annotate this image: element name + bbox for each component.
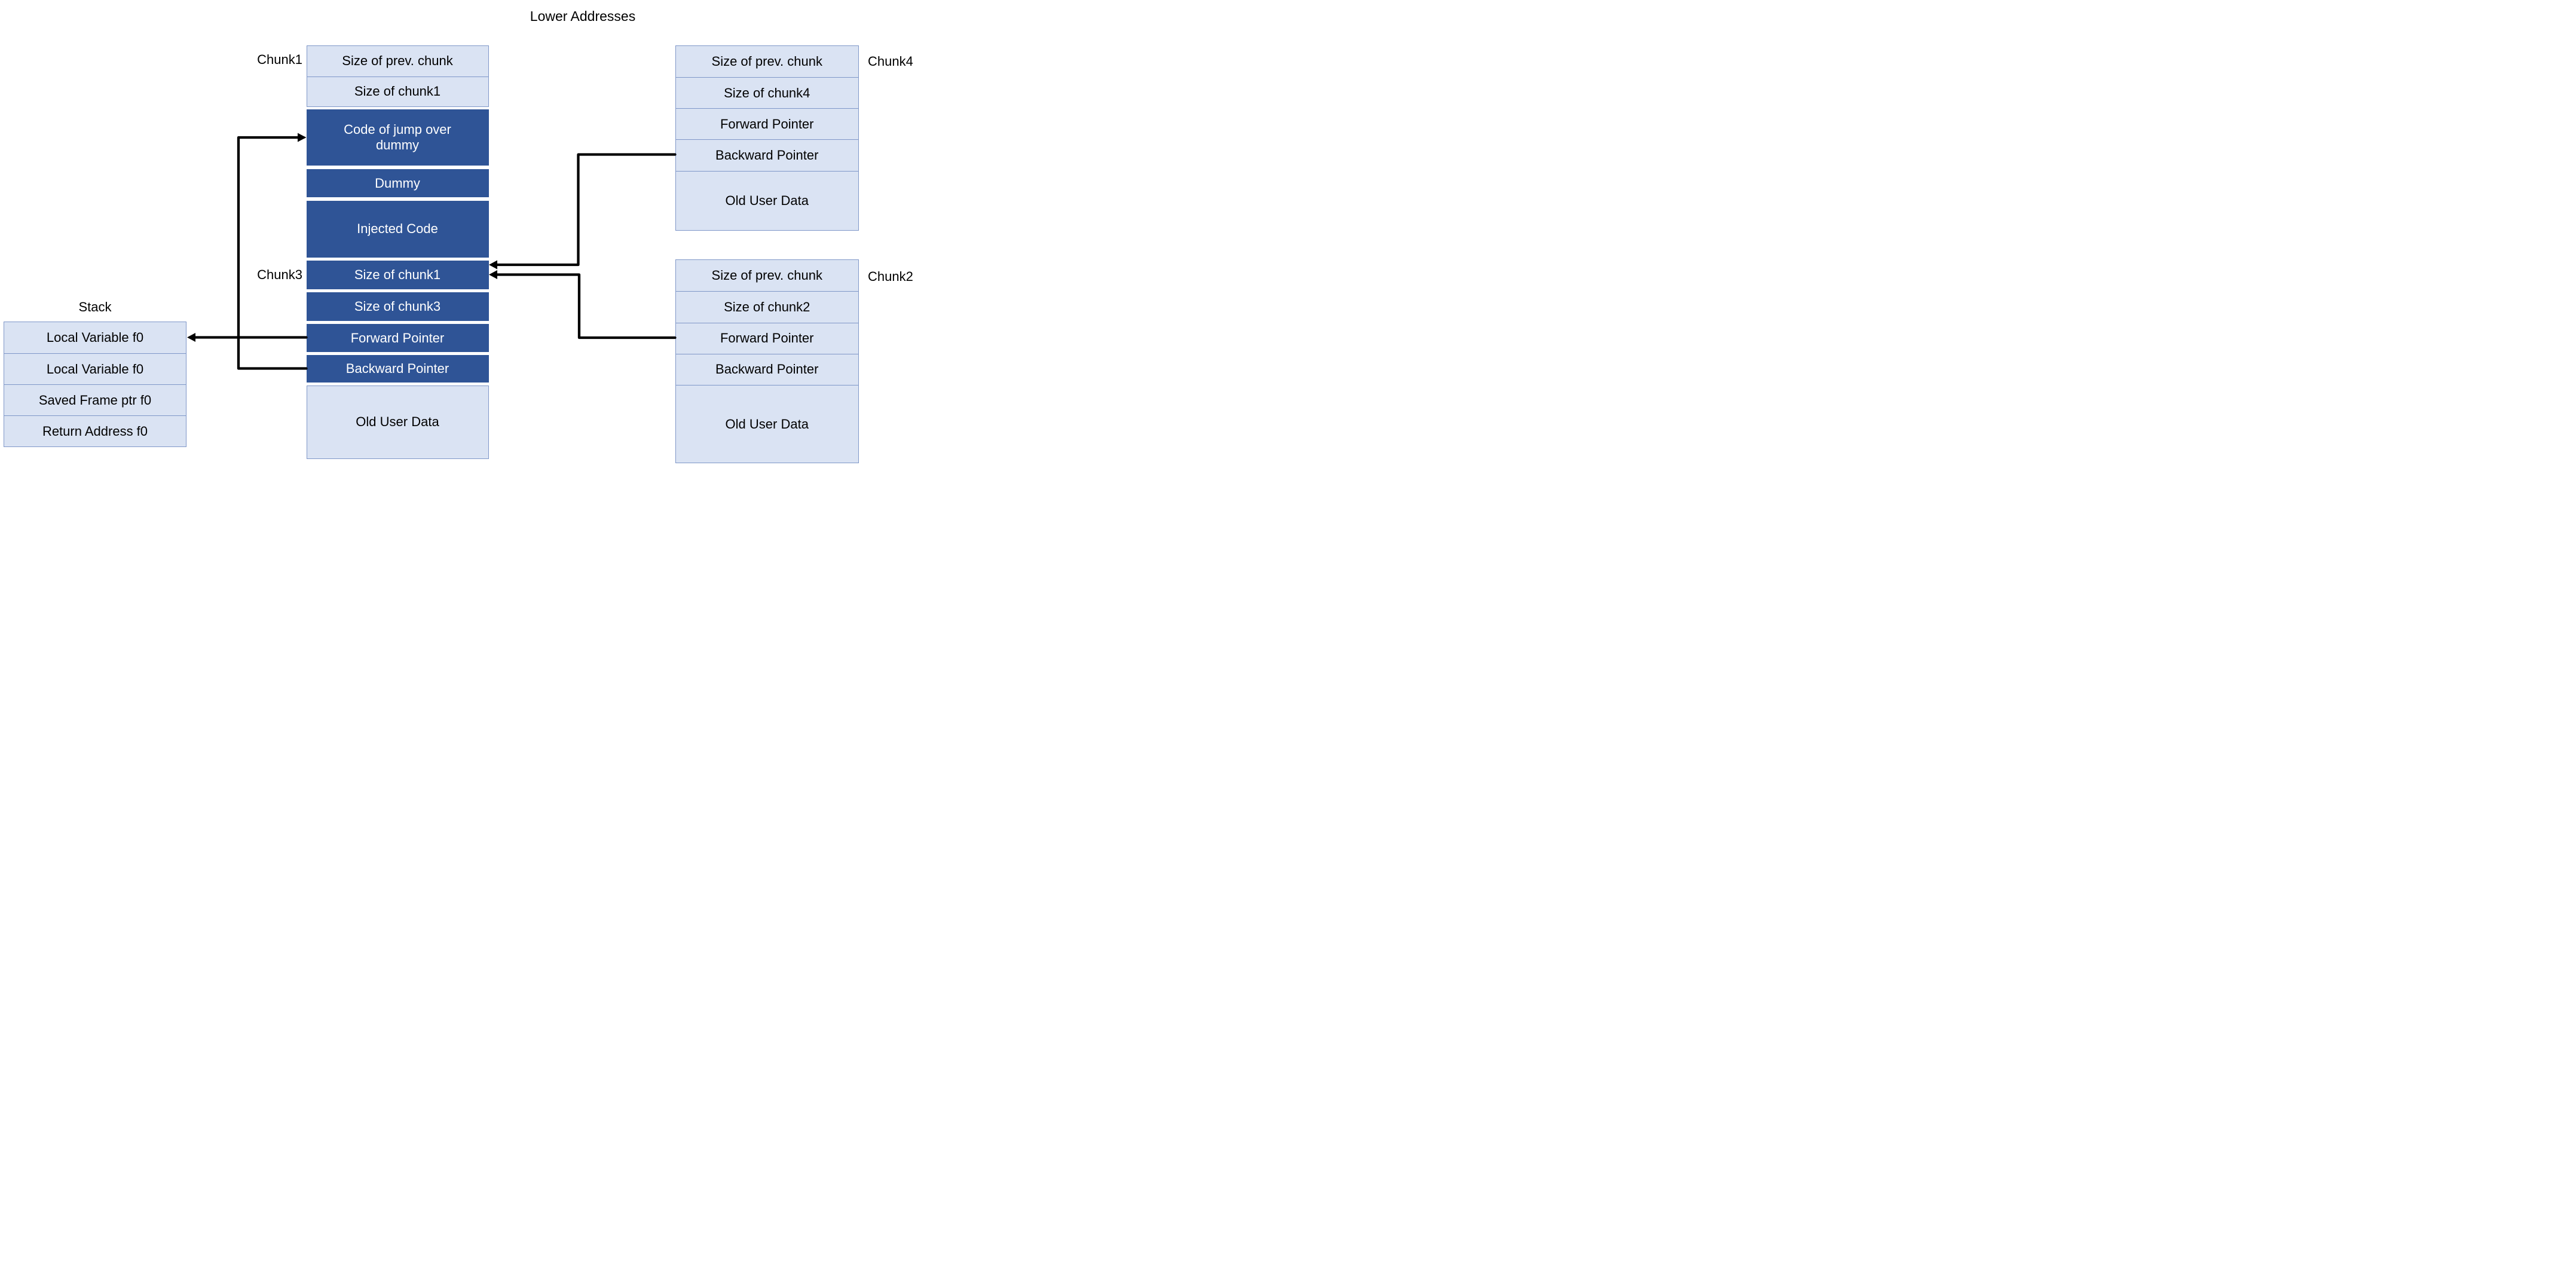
stack-cell-local-variable-f0-1: Local Variable f0 — [46, 330, 144, 345]
stack-box: Local Variable f0 Local Variable f0 Save… — [4, 322, 186, 447]
chunk2-box: Size of prev. chunk Size of chunk2 Forwa… — [675, 259, 859, 463]
chunk1-label: Chunk1 — [257, 52, 302, 67]
arrow-chunk4-backward-pointer-to-size-of-chunk1 — [489, 153, 677, 270]
chunk2-cell-old-user-data: Old User Data — [675, 385, 858, 463]
chunk3-label: Chunk3 — [257, 267, 302, 282]
stack-title: Stack — [78, 299, 112, 314]
chunk4-cell-old-user-data: Old User Data — [675, 171, 858, 230]
chunk4-cell-backward-pointer: Backward Pointer — [675, 139, 858, 171]
chunk1-header-box: Size of prev. chunk Size of chunk1 — [306, 45, 489, 107]
chunk4-cell-size-of-chunk4: Size of chunk4 — [675, 77, 858, 108]
center-cell-code-of-jump-over-dummy: Code of jump over dummy — [306, 109, 489, 166]
chunk1-cell-size-of-prev-chunk: Size of prev. chunk — [342, 53, 453, 69]
center-cell-old-user-data: Old User Data — [306, 385, 489, 459]
center-cell-size-of-chunk3: Size of chunk3 — [306, 292, 489, 321]
chunk4-cell-forward-pointer: Forward Pointer — [675, 108, 858, 139]
chunk4-label: Chunk4 — [868, 54, 913, 69]
arrow-forward-pointer-to-stack — [187, 333, 308, 342]
chunk2-cell-forward-pointer: Forward Pointer — [675, 323, 858, 354]
chunk2-label: Chunk2 — [868, 269, 913, 284]
chunk4-box: Size of prev. chunk Size of chunk4 Forwa… — [675, 45, 859, 231]
page-title: Lower Addresses — [530, 8, 636, 24]
center-cell-forward-pointer: Forward Pointer — [306, 324, 489, 352]
stack-cell-return-address-f0: Return Address f0 — [4, 415, 186, 446]
stack-cell-local-variable-f0-2: Local Variable f0 — [4, 353, 186, 384]
arrow-chunk2-forward-pointer-to-size-of-chunk1 — [489, 270, 677, 339]
arrow-backward-pointer-to-injected-code — [237, 133, 308, 370]
center-cell-injected-code: Injected Code — [306, 200, 489, 258]
center-cell-dummy: Dummy — [306, 169, 489, 197]
chunk2-cell-size-of-prev-chunk: Size of prev. chunk — [711, 268, 822, 283]
chunk1-cell-size-of-chunk1: Size of chunk1 — [307, 76, 488, 106]
center-cell-backward-pointer: Backward Pointer — [306, 354, 489, 383]
center-cell-size-of-chunk1: Size of chunk1 — [306, 261, 489, 289]
heap-unlink-exploit-diagram: Lower Addresses Stack Local Variable f0 … — [0, 0, 937, 466]
chunk2-cell-backward-pointer: Backward Pointer — [675, 353, 858, 385]
chunk4-cell-size-of-prev-chunk: Size of prev. chunk — [711, 53, 822, 69]
stack-cell-saved-frame-ptr-f0: Saved Frame ptr f0 — [4, 384, 186, 415]
chunk2-cell-size-of-chunk2: Size of chunk2 — [675, 291, 858, 323]
